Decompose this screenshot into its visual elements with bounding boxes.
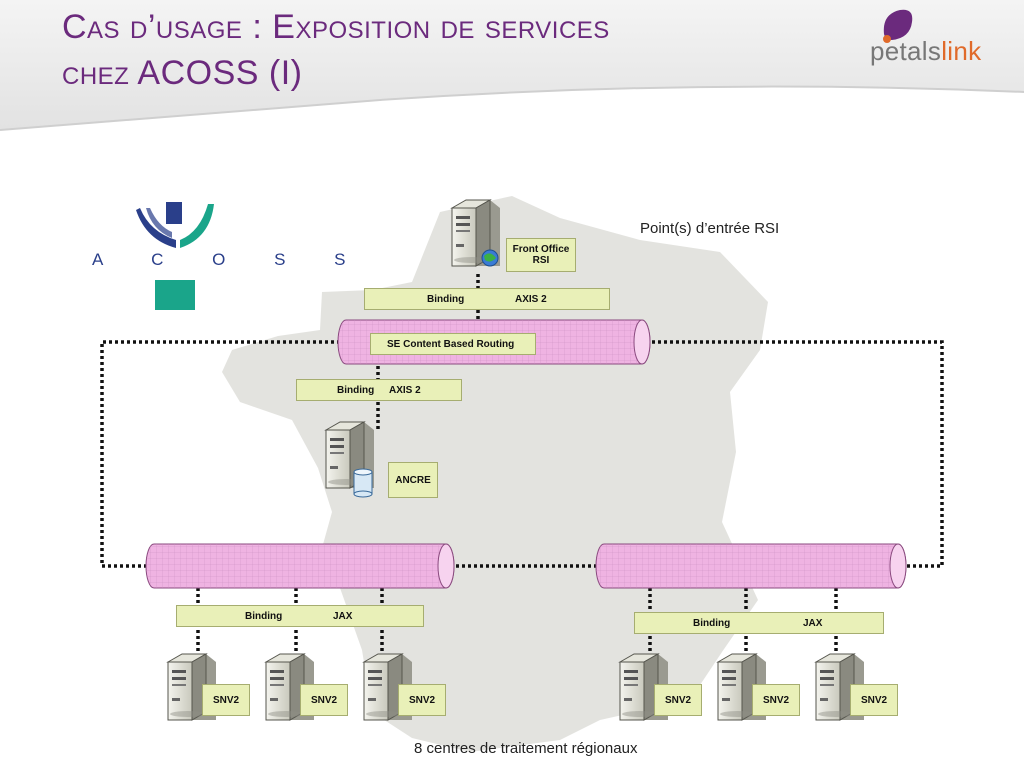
logo-wordmark: petalslink xyxy=(870,36,981,67)
petal-icon xyxy=(883,9,913,43)
binding-right: Binding JAX xyxy=(634,612,884,634)
header-wave xyxy=(0,0,1024,131)
title-line-1: Cas d’usage : Exposition de services xyxy=(62,8,610,46)
database-icon xyxy=(353,468,373,498)
acoss-logo xyxy=(136,202,214,310)
binding-left: Binding JAX xyxy=(176,605,424,627)
slide-header: Cas d’usage : Exposition de services che… xyxy=(0,0,1024,140)
binding-right-left: Binding xyxy=(693,618,731,629)
snv2-label-2: SNV2 xyxy=(300,684,348,716)
se-routing-box: SE Content Based Routing xyxy=(370,333,536,355)
snv2-label-1: SNV2 xyxy=(202,684,250,716)
page-title: Cas d’usage : Exposition de services che… xyxy=(62,4,610,96)
snv2-label-3: SNV2 xyxy=(398,684,446,716)
binding-top: Binding AXIS 2 xyxy=(364,288,610,310)
ancre-label: ANCRE xyxy=(388,462,438,498)
snv2-label-5: SNV2 xyxy=(752,684,800,716)
bus-right xyxy=(595,543,907,589)
footer-label: 8 centres de traitement régionaux xyxy=(414,740,638,757)
binding-top-right: AXIS 2 xyxy=(515,294,547,305)
binding-left-right: JAX xyxy=(333,611,353,622)
snv2-label-4: SNV2 xyxy=(654,684,702,716)
bus-left xyxy=(145,543,455,589)
logo-text-accent: link xyxy=(941,36,982,66)
logo-text-main: petals xyxy=(870,36,942,66)
binding-left-left: Binding xyxy=(245,611,283,622)
binding-right-right: JAX xyxy=(803,618,823,629)
title-line-2: chez ACOSS (I) xyxy=(62,54,303,92)
binding-mid-left: Binding xyxy=(337,385,375,396)
se-routing-label: SE Content Based Routing xyxy=(387,339,515,350)
binding-top-left: Binding xyxy=(427,294,465,305)
front-office-label: Front Office RSI xyxy=(506,238,576,272)
snv2-label-6: SNV2 xyxy=(850,684,898,716)
binding-mid-right: AXIS 2 xyxy=(389,385,421,396)
entry-point-label: Point(s) d’entrée RSI xyxy=(640,220,780,237)
binding-mid: Binding AXIS 2 xyxy=(296,379,462,401)
acoss-square xyxy=(155,280,195,310)
petalslink-logo: petalslink xyxy=(848,6,1018,76)
front-office-server-icon xyxy=(451,199,501,267)
ancre-server-icon xyxy=(325,421,375,498)
acoss-letters: A C O S S xyxy=(92,250,368,269)
